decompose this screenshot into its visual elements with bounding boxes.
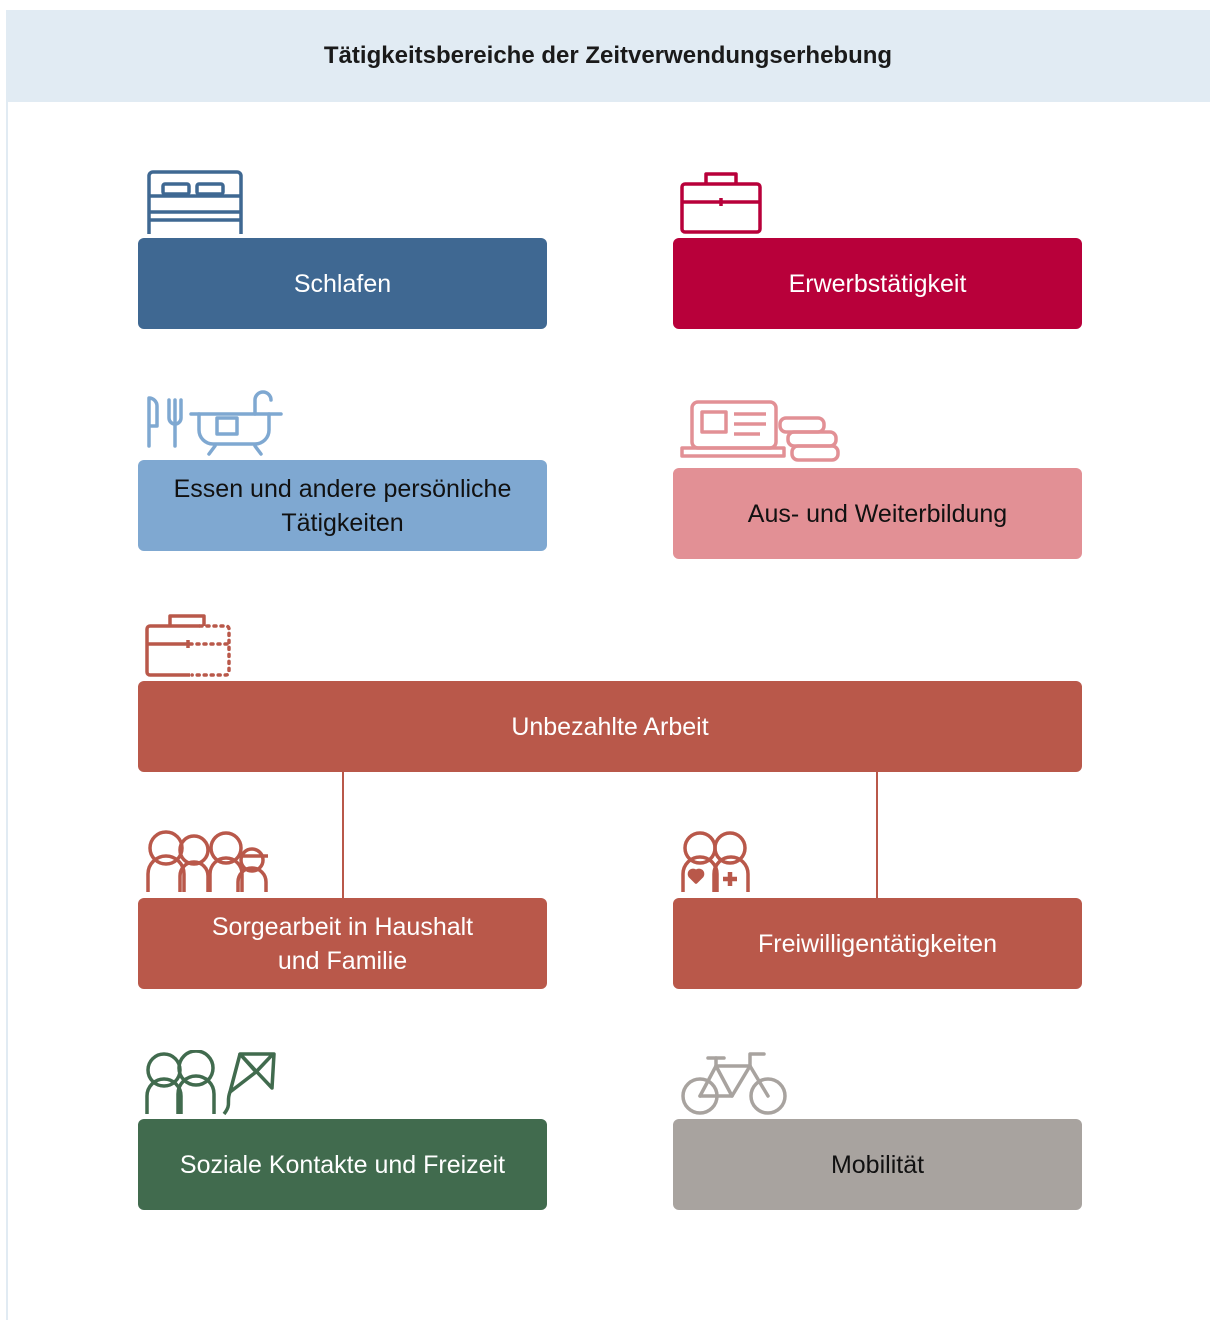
- diagram-frame: [6, 10, 1210, 1320]
- helpers-icon: [681, 831, 750, 892]
- box-schlafen: Schlafen: [138, 238, 547, 329]
- box-erwerbstaetigkeit: Erwerbstätigkeit: [673, 238, 1082, 329]
- family-icon: [146, 830, 268, 892]
- friends-kite-icon: [145, 1050, 276, 1116]
- connector-sorgearbeit: [342, 772, 344, 898]
- laptop-books-icon: [680, 400, 840, 462]
- connector-freiwillig: [876, 772, 878, 898]
- diagram-title: Tätigkeitsbereiche der Zeitverwendungser…: [323, 42, 893, 69]
- dotted-briefcase-icon: [145, 614, 231, 677]
- diagram-header: Tätigkeitsbereiche der Zeitverwendungser…: [6, 10, 1210, 102]
- box-freiwilligentaetigkeiten: Freiwilligentätigkeiten: [673, 898, 1082, 989]
- box-sorgearbeit: Sorgearbeit in Haushalt und Familie: [138, 898, 547, 989]
- cutlery-bathtub-icon: [147, 390, 283, 456]
- briefcase-icon: [680, 172, 762, 234]
- box-bildung: Aus- und Weiterbildung: [673, 468, 1082, 559]
- box-unbezahlte-arbeit: Unbezahlte Arbeit: [138, 681, 1082, 772]
- box-soziale-kontakte: Soziale Kontakte und Freizeit: [138, 1119, 547, 1210]
- box-mobilitaet: Mobilität: [673, 1119, 1082, 1210]
- box-essen: Essen und andere persönliche Tätigkeiten: [138, 460, 547, 551]
- bicycle-icon: [681, 1052, 787, 1115]
- bed-icon: [147, 170, 243, 234]
